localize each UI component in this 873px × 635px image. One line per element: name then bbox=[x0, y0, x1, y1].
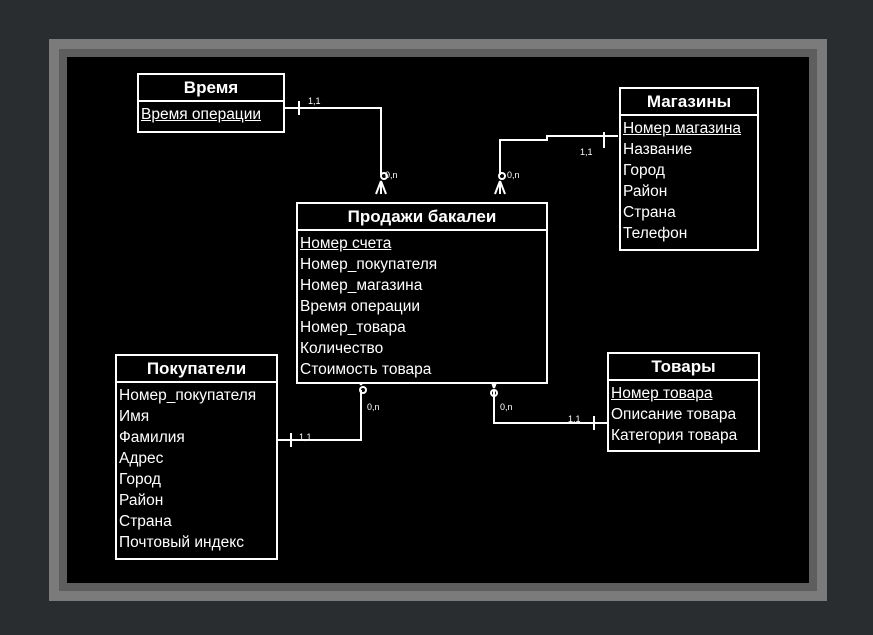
entity-field: Стоимость товара bbox=[300, 361, 432, 378]
entity-field: Название bbox=[623, 141, 693, 158]
link-goods-sales bbox=[493, 390, 607, 424]
entity-sales[interactable]: Продажи бакалеи Номер счета Номер_покупа… bbox=[296, 202, 548, 384]
zero-mark-time bbox=[380, 172, 388, 180]
entity-field: Страна bbox=[119, 513, 172, 530]
card-goods-one: 1,1 bbox=[568, 414, 581, 424]
entity-customers-title: Покупатели bbox=[117, 356, 276, 383]
card-goods-many: 0,n bbox=[500, 402, 513, 412]
crowfoot-time-r bbox=[380, 180, 387, 195]
entity-field: Номер_покупателя bbox=[300, 256, 438, 273]
card-time-one: 1,1 bbox=[308, 96, 321, 106]
entity-field: Время операции bbox=[141, 106, 262, 123]
crowfoot-stores-r bbox=[499, 180, 506, 195]
entity-field: Номер товара bbox=[611, 385, 713, 402]
entity-field: Телефон bbox=[623, 225, 688, 242]
entity-field: Город bbox=[623, 162, 665, 179]
diagram-frame: 1,1 0,n 1,1 0,n 1,1 0,n 1,1 0,n Время Вр… bbox=[49, 39, 827, 601]
entity-field: Район bbox=[119, 492, 164, 509]
entity-field: Район bbox=[623, 183, 668, 200]
er-diagram-canvas: 1,1 0,n 1,1 0,n 1,1 0,n 1,1 0,n Время Вр… bbox=[67, 57, 809, 583]
entity-stores[interactable]: Магазины Номер магазина Название Город Р… bbox=[619, 87, 759, 251]
entity-field: Номер счета bbox=[300, 235, 392, 252]
entity-field: Имя bbox=[119, 408, 150, 425]
entity-field: Количество bbox=[300, 340, 384, 357]
entity-field: Страна bbox=[623, 204, 676, 221]
entity-field: Город bbox=[119, 471, 161, 488]
link-stores-sales bbox=[499, 135, 618, 175]
link-time-sales bbox=[283, 107, 382, 175]
entity-field: Фамилия bbox=[119, 429, 185, 446]
card-customers-many: 0,n bbox=[367, 402, 380, 412]
entity-field: Номер_товара bbox=[300, 319, 406, 336]
entity-field: Номер магазина bbox=[623, 120, 741, 137]
zero-mark-customers bbox=[359, 386, 367, 394]
card-stores-many: 0,n bbox=[507, 170, 520, 180]
entity-field: Описание товара bbox=[611, 406, 737, 423]
entity-field: Номер_покупателя bbox=[119, 387, 257, 404]
entity-field: Почтовый индекс bbox=[119, 534, 244, 551]
entity-goods[interactable]: Товары Номер товара Описание товара Кате… bbox=[607, 352, 760, 452]
entity-field: Адрес bbox=[119, 450, 164, 467]
entity-stores-title: Магазины bbox=[621, 89, 757, 116]
zero-mark-stores bbox=[498, 172, 506, 180]
entity-customers[interactable]: Покупатели Номер_покупателя Имя Фамилия … bbox=[115, 354, 278, 560]
entity-field: Номер_магазина bbox=[300, 277, 423, 294]
link-customers-sales bbox=[277, 390, 362, 441]
entity-field: Время операции bbox=[300, 298, 421, 315]
card-time-many: 0,n bbox=[385, 170, 398, 180]
entity-sales-title: Продажи бакалеи bbox=[298, 204, 546, 231]
entity-time[interactable]: Время Время операции bbox=[137, 73, 285, 133]
zero-mark-goods bbox=[490, 389, 498, 397]
diagram-frame-inner: 1,1 0,n 1,1 0,n 1,1 0,n 1,1 0,n Время Вр… bbox=[59, 49, 817, 591]
card-stores-one: 1,1 bbox=[580, 147, 593, 157]
entity-goods-title: Товары bbox=[609, 354, 758, 381]
card-customers-one: 1,1 bbox=[299, 432, 312, 442]
entity-field: Категория товара bbox=[611, 427, 738, 444]
entity-time-title: Время bbox=[139, 75, 283, 102]
